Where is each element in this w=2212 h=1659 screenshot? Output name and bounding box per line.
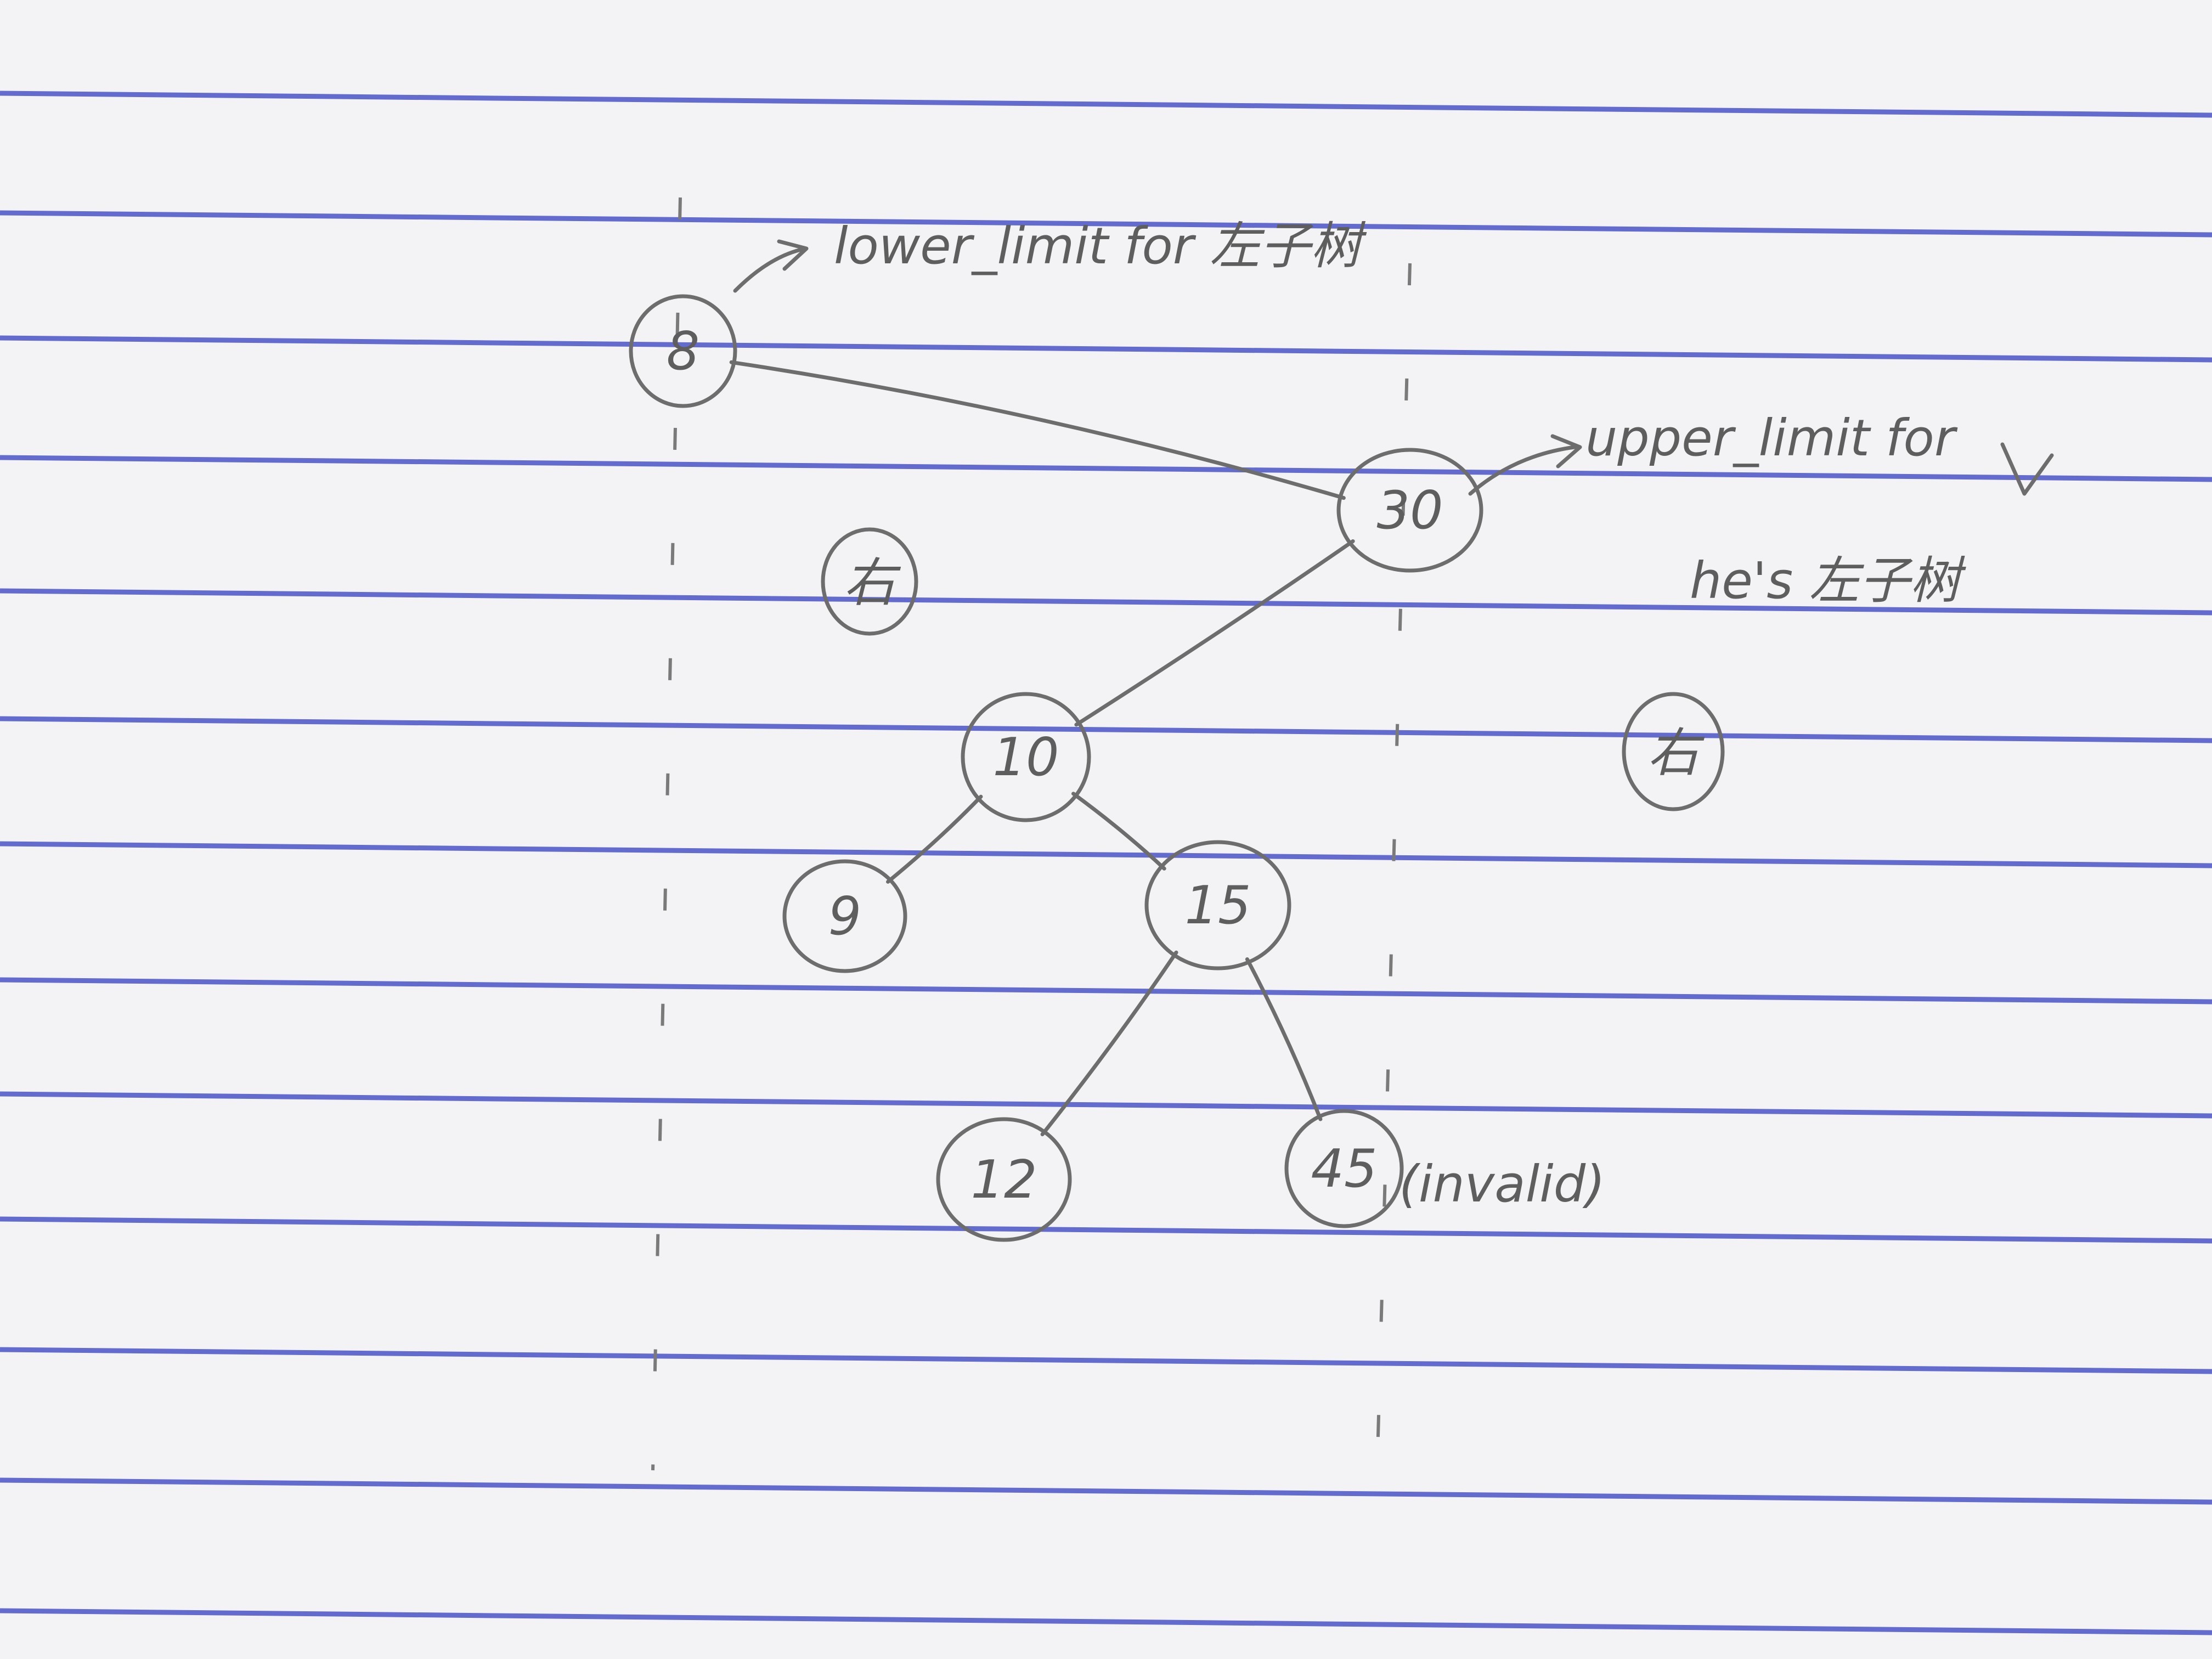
node-label: 30 — [1377, 481, 1443, 541]
edge-n10-n15 — [1071, 792, 1166, 871]
node-circle — [1144, 840, 1291, 970]
lower-limit-arrow — [733, 247, 803, 293]
tree-nodes: 8 30 10 9 15 12 45 — [629, 294, 1483, 1242]
node-label: 9 — [828, 887, 861, 947]
node-circle — [961, 692, 1091, 822]
edge-n8-n30 — [729, 360, 1346, 500]
upper-limit-arrowhead — [1550, 434, 1582, 469]
right-mark-left-region: 右 — [821, 527, 918, 636]
edge-n30-n10 — [1074, 539, 1355, 727]
upper-limit-arrow — [1468, 445, 1577, 496]
rule-line — [0, 1216, 2212, 1244]
node-circle — [936, 1117, 1072, 1242]
upper-limit-note-line2: he's 左子树 — [1690, 551, 1966, 610]
invalid-note: (invalid) — [1399, 1155, 1605, 1214]
tree-node-8: 8 — [629, 294, 737, 408]
ruled-lines — [0, 91, 2212, 1635]
tree-node-30: 30 — [1336, 448, 1483, 573]
lower-limit-arrowhead — [777, 239, 809, 271]
edge-n10-n9 — [886, 794, 983, 884]
rule-line — [0, 716, 2212, 743]
node-label: 10 — [993, 727, 1059, 788]
rule-line — [0, 977, 2212, 1005]
rule-line — [0, 335, 2212, 363]
tree-edges — [729, 360, 1355, 1137]
rule-line — [0, 1347, 2212, 1374]
right-mark-right-region: 右 — [1622, 692, 1725, 811]
tree-node-9: 9 — [782, 859, 907, 973]
node-label: 12 — [971, 1150, 1037, 1210]
upper-limit-note-line1: upper_limit for — [1585, 409, 1958, 467]
edge-n15-n45 — [1245, 957, 1323, 1121]
rule-line — [0, 455, 2212, 482]
node-circle — [1336, 448, 1483, 573]
rule-line — [0, 1091, 2212, 1119]
node-label: 15 — [1185, 876, 1251, 936]
edge-n15-n12 — [1040, 950, 1178, 1137]
rule-line — [0, 588, 2212, 616]
rule-line — [0, 91, 2212, 118]
tree-node-10: 10 — [961, 692, 1091, 822]
lower-limit-note: lower_limit for 左子树 — [834, 217, 1367, 275]
node-label: 45 — [1311, 1139, 1378, 1199]
rule-line — [0, 1608, 2212, 1635]
rule-line — [0, 1477, 2212, 1505]
svg-text:右: 右 — [843, 553, 901, 613]
node-circle — [782, 859, 907, 973]
rule-line — [0, 841, 2212, 868]
tree-node-12: 12 — [936, 1117, 1072, 1242]
node-label: 8 — [667, 321, 699, 382]
tree-node-45: 45 — [1284, 1109, 1404, 1228]
node-circle — [1284, 1109, 1404, 1228]
svg-text:右: 右 — [1647, 723, 1705, 783]
tree-node-15: 15 — [1144, 840, 1291, 970]
rule-line — [0, 210, 2212, 238]
upper-limit-tick — [2000, 442, 2054, 496]
node-circle — [629, 294, 737, 408]
